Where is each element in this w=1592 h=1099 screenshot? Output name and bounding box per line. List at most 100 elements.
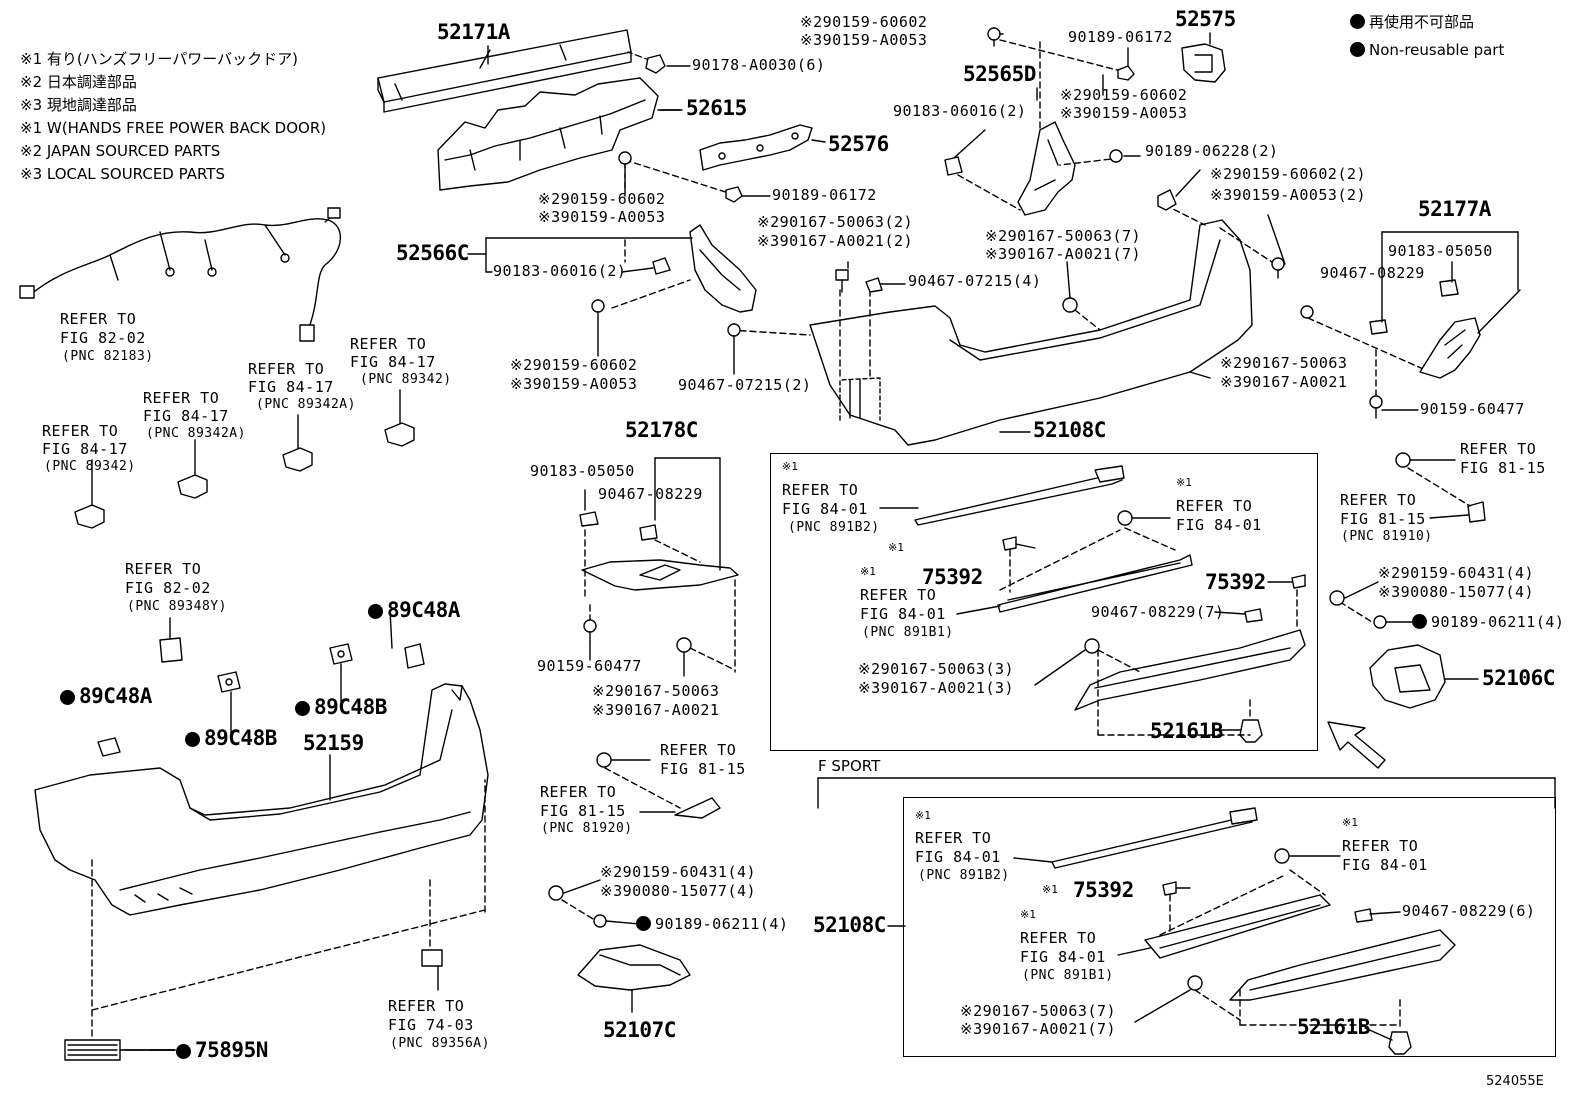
part-90189-06172-top[interactable]: 90189-06172 (1068, 28, 1173, 46)
part-90159-A0053-2[interactable]: 90159-A0053(2) (1232, 186, 1367, 204)
part-90167-50063-c[interactable]: 90167-50063 (614, 682, 720, 700)
part-90159-60602-b[interactable]: 90159-60602 (532, 356, 638, 374)
part-52565D[interactable]: 52565D (963, 62, 1036, 86)
part-90178-A0030[interactable]: 90178-A0030(6) (692, 56, 826, 74)
part-52108C-top[interactable]: 52108C (1033, 418, 1106, 442)
part-90167-A0021-c[interactable]: 90167-A0021 (614, 701, 720, 719)
ref-b1-84-01-c[interactable]: REFER TO FIG 84-01 (860, 586, 946, 623)
part-90167-A0021-2[interactable]: 90167-A0021(2) (779, 232, 914, 250)
part-90167-50063-2[interactable]: 90167-50063(2) (779, 213, 914, 231)
ref-b1-84-01-b[interactable]: REFER TO FIG 84-01 (1176, 497, 1262, 534)
part-90183-06016-a[interactable]: 90183-06016(2) (493, 262, 627, 280)
mark-3-15077-b: ※390080-15077(4) (1378, 585, 1534, 600)
part-52161B-box2[interactable]: 52161B (1297, 1015, 1370, 1039)
part-90159-A0053-a[interactable]: 90159-A0053 (560, 208, 666, 226)
bracket-52178C-dashes (584, 529, 736, 673)
part-90189-06228[interactable]: 90189-06228(2) (1145, 142, 1279, 160)
ref-81-15-b[interactable]: REFER TO FIG 81-15 (540, 783, 626, 820)
part-75392-box1-b[interactable]: 75392 (1205, 570, 1266, 594)
part-90080-15077-b[interactable]: 90080-15077(4) (1400, 583, 1535, 601)
lamp-52107C-drawing (577, 944, 691, 1013)
mark-1-b2-r3: ※1 (1020, 908, 1036, 921)
part-90159-60477-a[interactable]: 90159-60477 (1420, 400, 1525, 418)
part-75392-box2[interactable]: 75392 (1073, 878, 1134, 902)
ref-84-17-b[interactable]: REFER TO FIG 84-17 (143, 389, 229, 425)
mark-3-b: ※390159-A0053 (510, 377, 637, 392)
part-90167-50063-b[interactable]: 90167-50063 (1242, 354, 1348, 372)
ref-84-17-d[interactable]: REFER TO FIG 84-17 (350, 335, 436, 371)
part-90080-15077-a[interactable]: 90080-15077(4) (622, 882, 757, 900)
part-90159-60602-c[interactable]: 90159-60602 (1082, 86, 1188, 104)
part-89C48A-right[interactable]: 89C48A (368, 600, 460, 621)
ref-82-02-harness[interactable]: REFER TO FIG 82-02 (60, 310, 146, 347)
part-90159-60431-b[interactable]: 90159-60431(4) (1400, 564, 1535, 582)
part-90159-60431-a[interactable]: 90159-60431(4) (622, 863, 757, 881)
part-90159-A0053-b[interactable]: 90159-A0053 (532, 375, 638, 393)
ref-b2-84-01-b[interactable]: REFER TO FIG 84-01 (1342, 837, 1428, 874)
part-52575[interactable]: 52575 (1175, 7, 1236, 31)
part-90167-A0021-3[interactable]: 90167-A0021(3) (880, 679, 1015, 697)
part-52106C[interactable]: 52106C (1482, 666, 1555, 690)
ref-74-03[interactable]: REFER TO FIG 74-03 (388, 997, 474, 1034)
part-90159-A0053-c[interactable]: 90159-A0053 (1082, 104, 1188, 122)
part-52161B-box1[interactable]: 52161B (1150, 719, 1223, 743)
ref-b2-84-01-c[interactable]: REFER TO FIG 84-01 (1020, 929, 1106, 966)
ref-81-15-d[interactable]: REFER TO FIG 81-15 (1340, 491, 1426, 528)
part-90183-05050-a[interactable]: 90183-05050 (1388, 242, 1493, 260)
part-90167-A0021-7-fsport[interactable]: 90167-A0021(7) (982, 1020, 1117, 1038)
part-75895N[interactable]: 75895N (176, 1040, 268, 1061)
mark-text: ※3 (757, 232, 780, 250)
ref-81-15-a[interactable]: REFER TO FIG 81-15 (660, 741, 746, 778)
part-90159-60602-2[interactable]: 90159-60602(2) (1232, 165, 1367, 183)
part-90183-05050-b[interactable]: 90183-05050 (530, 462, 635, 480)
bolt-52566-side (591, 299, 605, 319)
legend-text-en: Non-reusable part (1369, 41, 1505, 59)
part-90183-06016-b[interactable]: 90183-06016(2) (893, 102, 1027, 120)
ref-84-17-a[interactable]: REFER TO FIG 84-17 (42, 422, 128, 458)
ref-84-17-c[interactable]: REFER TO FIG 84-17 (248, 360, 334, 396)
part-90467-07215-2[interactable]: 90467-07215(2) (678, 376, 812, 394)
part-90159-60602-a[interactable]: 90159-60602 (560, 190, 666, 208)
part-90167-50063-7[interactable]: 90167-50063(7) (1007, 227, 1142, 245)
part-90467-08229-7[interactable]: 90467-08229(7) (1091, 603, 1225, 621)
part-90189-06211-a[interactable]: 90189-06211(4) (636, 916, 788, 932)
part-90159-60477-b[interactable]: 90159-60477 (537, 657, 642, 675)
part-90189-06211-b[interactable]: 90189-06211(4) (1412, 614, 1564, 630)
part-89C48B-right[interactable]: 89C48B (295, 697, 387, 718)
ref-82-02-sensor[interactable]: REFER TO FIG 82-02 (125, 560, 211, 597)
part-52576[interactable]: 52576 (828, 132, 889, 156)
filled-dot-icon (176, 1044, 191, 1059)
part-90167-A0021-7[interactable]: 90167-A0021(7) (1007, 245, 1142, 263)
bolt-90159-60477-b (583, 619, 597, 643)
part-90467-07215-4[interactable]: 90467-07215(4) (908, 272, 1042, 290)
mark-2-50063-b: ※290167-50063 (1220, 356, 1347, 371)
part-90167-50063-7-fsport[interactable]: 90167-50063(7) (982, 1002, 1117, 1020)
part-90167-50063-3[interactable]: 90167-50063(3) (880, 660, 1015, 678)
part-52107C[interactable]: 52107C (603, 1018, 676, 1042)
part-52171A[interactable]: 52171A (437, 20, 510, 44)
part-52178C[interactable]: 52178C (625, 418, 698, 442)
part-52615[interactable]: 52615 (686, 96, 747, 120)
part-90159-60602-top[interactable]: 90159-60602 (822, 13, 928, 31)
part-90467-08229-a[interactable]: 90467-08229 (1320, 264, 1425, 282)
ref-b2-84-01-a[interactable]: REFER TO FIG 84-01 (915, 829, 1001, 866)
fsport-label: F SPORT (818, 757, 881, 775)
part-90159-A0053-top[interactable]: 90159-A0053 (822, 31, 928, 49)
nut-box2-b (1187, 975, 1203, 991)
part-90167-A0021-b[interactable]: 90167-A0021 (1242, 373, 1348, 391)
part-90467-08229-6[interactable]: 90467-08229(6) (1402, 902, 1536, 920)
part-52108C-fsport[interactable]: 52108C (813, 913, 886, 937)
part-89C48B-left[interactable]: 89C48B (185, 728, 277, 749)
mark-text: ※2 (1210, 165, 1233, 183)
leader-lines (123, 32, 1519, 1051)
part-75392-box1-a[interactable]: 75392 (922, 565, 983, 589)
part-52177A[interactable]: 52177A (1418, 197, 1491, 221)
mark-2-box1: ※290167-50063(3) (858, 662, 1014, 677)
part-52566C[interactable]: 52566C (396, 241, 469, 265)
part-89C48A-left[interactable]: 89C48A (60, 686, 152, 707)
part-52159[interactable]: 52159 (303, 731, 364, 755)
part-90189-06172-mid[interactable]: 90189-06172 (772, 186, 877, 204)
part-90467-08229-b[interactable]: 90467-08229 (598, 485, 703, 503)
ref-b1-84-01-a[interactable]: REFER TO FIG 84-01 (782, 481, 868, 518)
ref-81-15-c[interactable]: REFER TO FIG 81-15 (1460, 440, 1546, 477)
